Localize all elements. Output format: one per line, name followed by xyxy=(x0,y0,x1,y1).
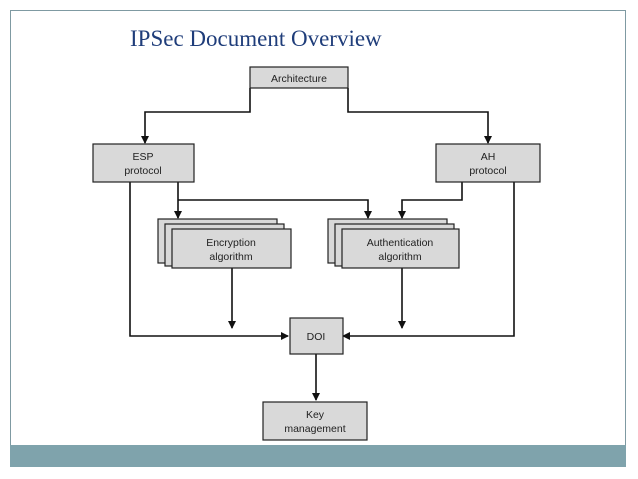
arrow-architecture-to-esp xyxy=(141,88,251,144)
node-ah-protocol: AH protocol xyxy=(435,143,541,183)
node-authentication-label-line2: algorithm xyxy=(378,251,421,263)
node-architecture-label: Architecture xyxy=(271,73,327,85)
node-doi-label: DOI xyxy=(307,331,326,343)
node-encryption-label-line2: algorithm xyxy=(209,251,252,263)
arrow-architecture-to-ah xyxy=(347,88,492,144)
arrow-ah-to-doi xyxy=(342,182,515,340)
node-key-management: Key management xyxy=(262,401,368,441)
arrow-esp-to-authentication xyxy=(178,199,372,219)
slide-title: IPSec Document Overview xyxy=(130,26,382,51)
node-esp-label-line1: ESP xyxy=(132,151,153,163)
node-authentication-label-line1: Authentication xyxy=(367,237,434,249)
node-encryption-label-line1: Encryption xyxy=(206,237,256,249)
node-architecture: Architecture xyxy=(249,66,349,89)
node-esp-label-line2: protocol xyxy=(124,165,161,177)
node-ah-label-line1: AH xyxy=(481,151,496,163)
connectors xyxy=(129,88,515,401)
node-authentication-algorithm: Authentication algorithm xyxy=(327,218,460,269)
arrow-ah-to-authentication xyxy=(398,182,463,219)
node-ah-label-line2: protocol xyxy=(469,165,506,177)
node-key-label-line2: management xyxy=(284,423,345,435)
node-esp-protocol: ESP protocol xyxy=(92,143,195,183)
node-key-label-line1: Key xyxy=(306,409,325,421)
node-encryption-algorithm: Encryption algorithm xyxy=(157,218,292,269)
node-doi: DOI xyxy=(289,317,344,355)
arrow-esp-to-doi xyxy=(129,182,289,340)
footer-bar xyxy=(10,445,626,467)
